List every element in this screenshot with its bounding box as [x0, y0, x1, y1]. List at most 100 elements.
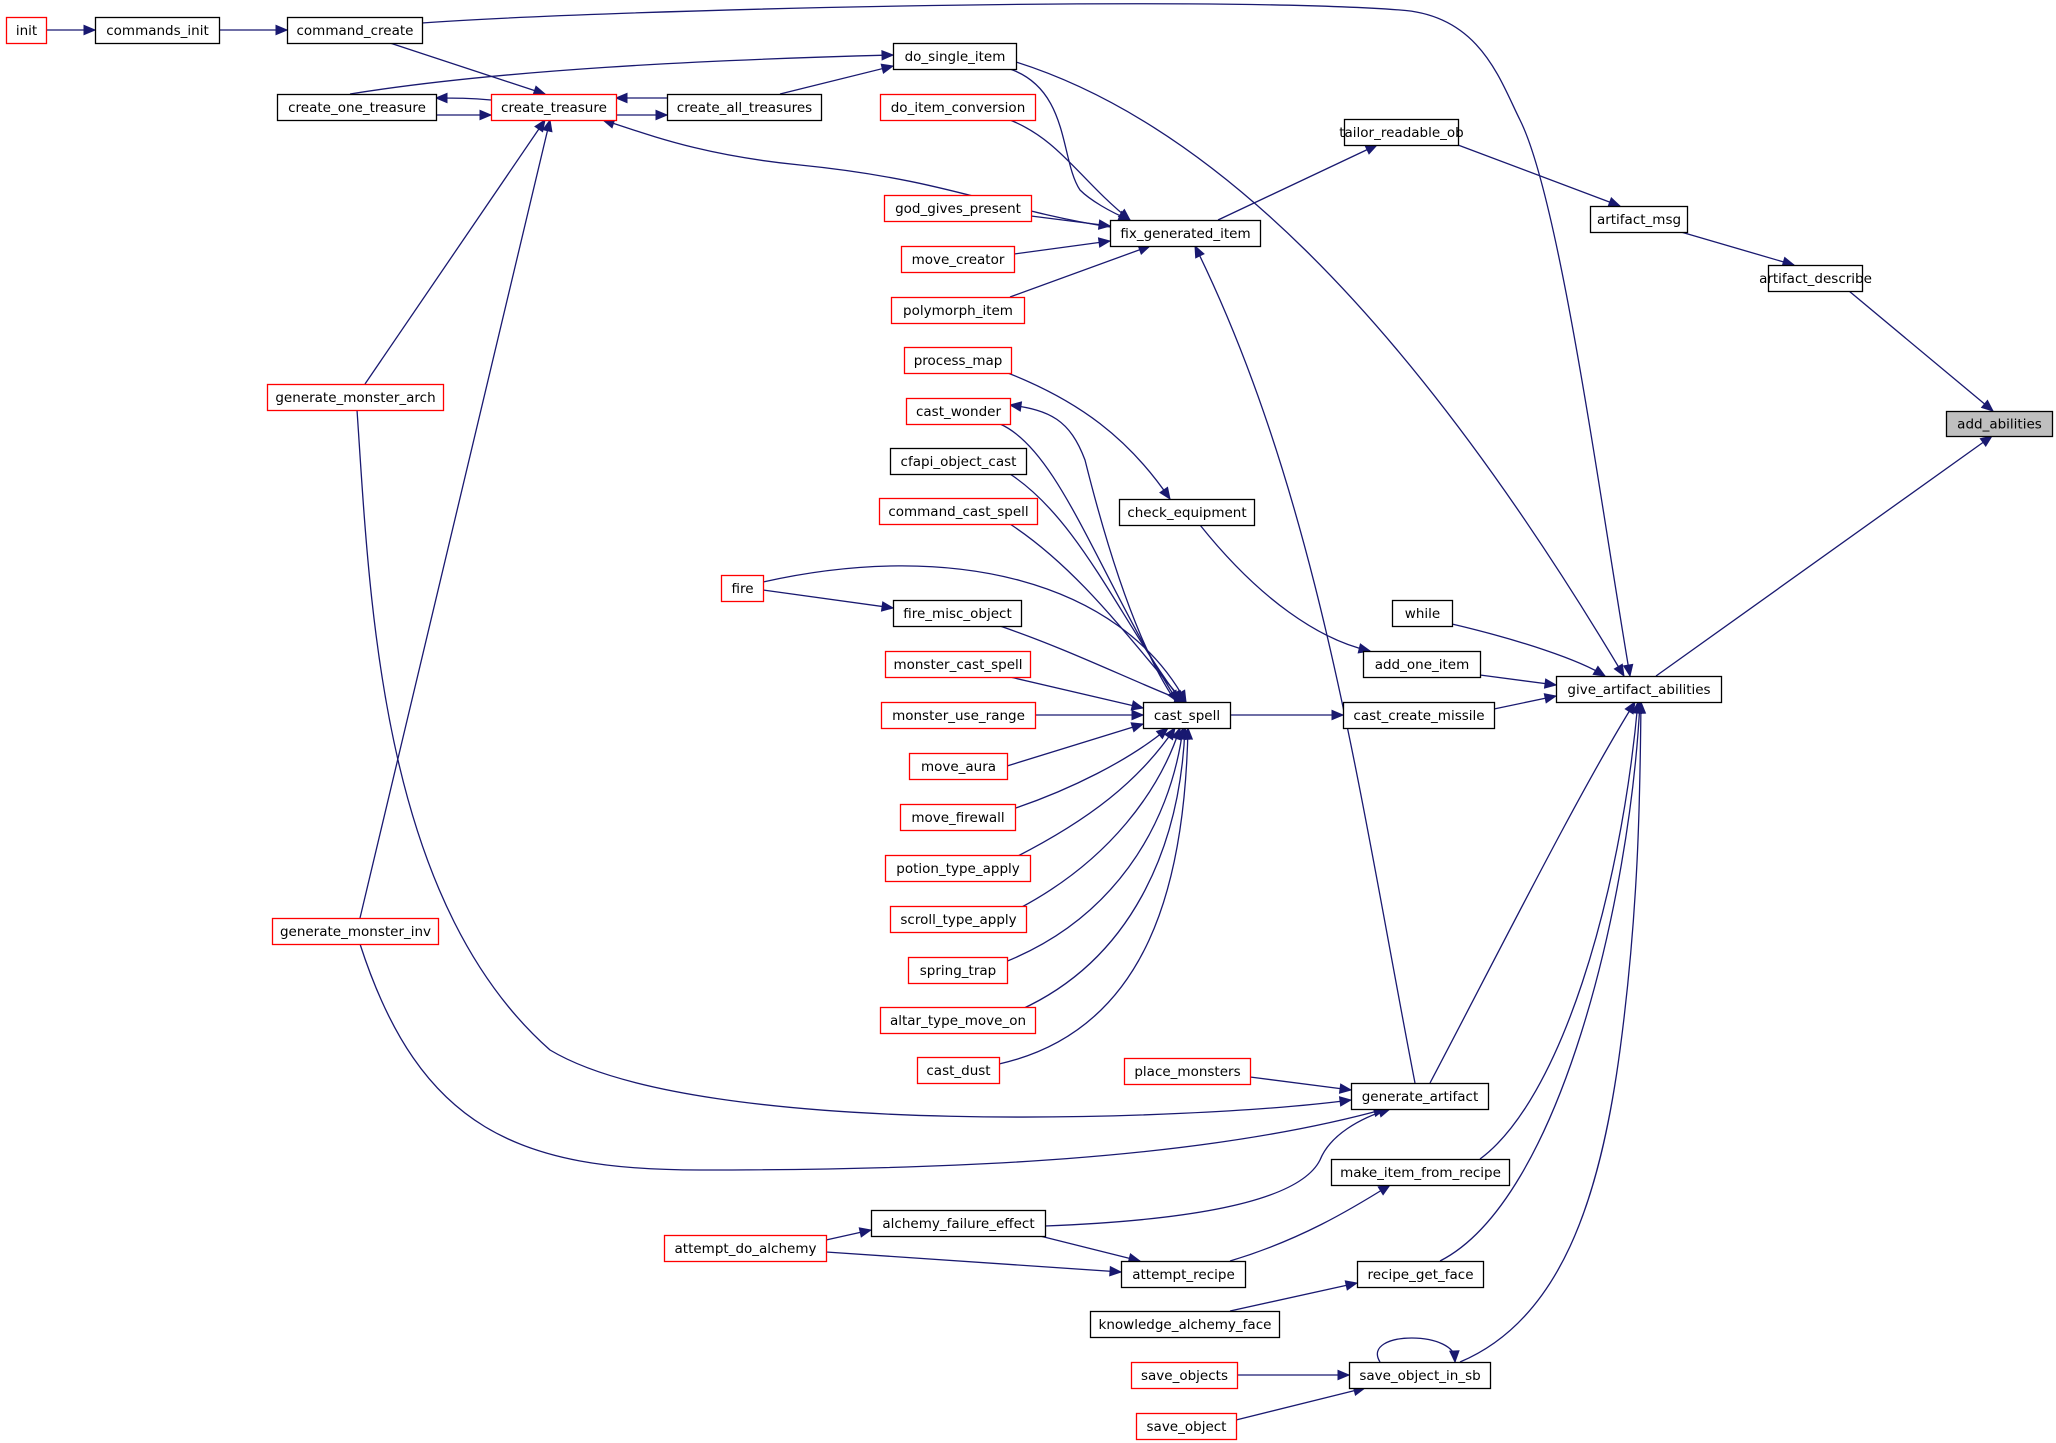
node-generate-monster-arch[interactable]: generate_monster_arch [266, 383, 445, 412]
node-while[interactable]: while [1391, 599, 1454, 628]
node-label: god_gives_present [895, 201, 1021, 217]
node-add-abilities[interactable]: add_abilities [1945, 410, 2054, 438]
edge-artifact_describe-to-add_abilities [1848, 290, 1994, 412]
node-check-equipment[interactable]: check_equipment [1118, 498, 1256, 527]
node-cast-create-missile[interactable]: cast_create_missile [1342, 701, 1496, 730]
node-box [1348, 1361, 1492, 1390]
arrowhead [1331, 709, 1345, 721]
node-generate-monster-inv[interactable]: generate_monster_inv [271, 917, 440, 946]
edge-line [364, 119, 546, 385]
node-label: alchemy_failure_effect [882, 1216, 1034, 1232]
arrowhead [532, 85, 547, 96]
edge-line [1235, 1387, 1366, 1421]
node-label: cast_spell [1154, 708, 1220, 724]
edge-line [998, 727, 1189, 1065]
node-command-cast-spell[interactable]: command_cast_spell [878, 497, 1039, 526]
edge-move_firewall-to-cast_spell [1009, 727, 1170, 811]
node-add-one-item[interactable]: add_one_item [1362, 650, 1482, 679]
node-polymorph-item[interactable]: polymorph_item [890, 296, 1026, 325]
node-move-creator[interactable]: move_creator [900, 245, 1016, 274]
node-save-objects[interactable]: save_objects [1130, 1361, 1239, 1390]
node-artifact-describe[interactable]: artifact_describe [1759, 264, 1872, 293]
node-label: attempt_recipe [1132, 1267, 1235, 1283]
node-process-map[interactable]: process_map [903, 346, 1013, 375]
node-altar-type-move-on[interactable]: altar_type_move_on [879, 1006, 1037, 1035]
node-tailor-readable-ob[interactable]: tailor_readable_ob [1339, 118, 1464, 147]
node-cast-wonder[interactable]: cast_wonder [905, 397, 1012, 426]
nodes-layer: add_abilities artifact_describe artifact_m… [5, 16, 2054, 1441]
node-artifact-msg[interactable]: artifact_msg [1589, 205, 1689, 234]
edge-line [1006, 723, 1144, 767]
node-label: commands_init [106, 23, 209, 39]
node-label: recipe_get_face [1367, 1267, 1473, 1283]
node-attempt-recipe[interactable]: attempt_recipe [1120, 1260, 1247, 1289]
arrowhead [1592, 665, 1607, 677]
node-box [900, 245, 1016, 274]
node-potion-type-apply[interactable]: potion_type_apply [884, 854, 1032, 883]
node-save-object[interactable]: save_object [1135, 1412, 1238, 1441]
node-label: knowledge_alchemy_face [1099, 1317, 1272, 1333]
node-box [879, 93, 1037, 122]
node-recipe-get-face[interactable]: recipe_get_face [1356, 1260, 1485, 1289]
node-init[interactable]: init [5, 16, 48, 45]
node-cfapi-object-cast[interactable]: cfapi_object_cast [889, 447, 1028, 476]
edge-save_object-to-save_object_in_sb [1235, 1385, 1367, 1421]
arrowhead [1008, 401, 1023, 412]
edge-give_artifact_abilities-to-add_abilities [1655, 435, 1994, 677]
edge-line [1009, 245, 1151, 298]
node-knowledge-alchemy-face[interactable]: knowledge_alchemy_face [1089, 1310, 1281, 1339]
edge-check_equipment-to-add_one_item [1199, 524, 1372, 654]
node-move-firewall[interactable]: move_firewall [899, 803, 1017, 832]
node-commands-init[interactable]: commands_init [94, 16, 221, 45]
node-label: command_create [297, 23, 414, 39]
edge-line [762, 589, 894, 609]
node-label: generate_monster_arch [275, 390, 435, 406]
edge-move_creator-to-fix_generated_item [1013, 237, 1112, 255]
node-move-aura[interactable]: move_aura [908, 752, 1009, 781]
node-god-gives-present[interactable]: god_gives_present [883, 194, 1033, 223]
node-make-item-from-recipe[interactable]: make_item_from_recipe [1330, 1158, 1511, 1187]
node-fire-misc-object[interactable]: fire_misc_object [892, 599, 1023, 628]
arrowhead [1131, 709, 1145, 721]
node-create-treasure[interactable]: create_treasure [490, 93, 618, 122]
edge-line [1039, 1235, 1141, 1262]
node-create-one-treasure[interactable]: create_one_treasure [276, 93, 438, 122]
node-place-monsters[interactable]: place_monsters [1123, 1057, 1252, 1086]
node-box [899, 803, 1017, 832]
node-cast-spell[interactable]: cast_spell [1142, 701, 1232, 730]
node-fire[interactable]: fire [720, 574, 765, 603]
node-label: add_one_item [1375, 657, 1470, 673]
edge-alchemy_failure_effect-to-attempt_recipe [1039, 1235, 1142, 1264]
node-save-object-in-sb[interactable]: save_object_in_sb [1348, 1361, 1492, 1390]
node-cast-dust[interactable]: cast_dust [916, 1056, 1001, 1085]
node-give-artifact-abilities[interactable]: give_artifact_abilities [1555, 675, 1723, 704]
node-box [266, 383, 445, 412]
arrowhead [1622, 663, 1634, 678]
edge-line [1009, 68, 1131, 221]
node-fix-generated-item[interactable]: fix_generated_item [1109, 219, 1262, 248]
node-monster-cast-spell[interactable]: monster_cast_spell [884, 650, 1032, 679]
arrowhead [1635, 700, 1647, 714]
node-label: monster_use_range [892, 708, 1025, 724]
node-attempt-do-alchemy[interactable]: attempt_do_alchemy [663, 1234, 828, 1263]
node-label: fix_generated_item [1120, 226, 1250, 242]
arrowhead [1449, 1350, 1460, 1364]
node-alchemy-failure-effect[interactable]: alchemy_failure_effect [870, 1209, 1047, 1238]
node-generate-artifact[interactable]: generate_artifact [1350, 1082, 1490, 1111]
node-label: process_map [914, 353, 1003, 369]
arrowhead [1377, 1184, 1392, 1196]
node-monster-use-range[interactable]: monster_use_range [880, 701, 1037, 730]
node-command-create[interactable]: command_create [286, 16, 424, 45]
edge-line [779, 65, 894, 95]
edge-attempt_do_alchemy-to-alchemy_failure_effect [825, 1227, 873, 1241]
node-box [271, 917, 440, 946]
node-do-single-item[interactable]: do_single_item [892, 42, 1018, 71]
edge-line [602, 119, 1111, 228]
node-create-all-treasures[interactable]: create_all_treasures [666, 93, 823, 122]
arrowhead [1543, 678, 1558, 689]
arrowhead [881, 49, 895, 61]
node-do-item-conversion[interactable]: do_item_conversion [879, 93, 1037, 122]
node-spring-trap[interactable]: spring_trap [907, 956, 1009, 985]
node-scroll-type-apply[interactable]: scroll_type_apply [889, 905, 1028, 934]
arrowhead [1097, 237, 1112, 248]
